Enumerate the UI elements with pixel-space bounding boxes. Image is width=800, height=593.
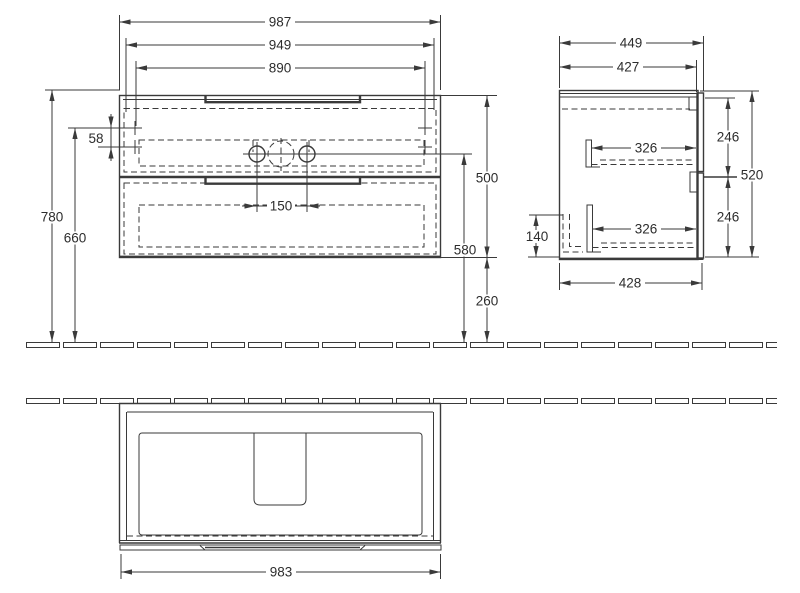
side-dimensions: 449 427 326 326 140 246 246 520: [523, 36, 767, 291]
handle-groove-top: [204, 96, 362, 104]
plan-inner-box: [138, 432, 423, 536]
dim-cabinet-height: 500: [476, 171, 499, 186]
side-carcass-outline: [558, 89, 699, 261]
dim-faucet-spacing: 150: [270, 199, 293, 214]
dim-top-drawer-depth: 326: [635, 141, 658, 156]
plan-dimensions: 983: [120, 554, 441, 580]
dim-bottom-drawer-depth: 326: [635, 222, 658, 237]
side-view: 449 427 326 326 140 246 246 520: [523, 36, 767, 291]
siphon-channel: [562, 214, 583, 253]
dim-mounting-width: 949: [269, 38, 292, 53]
drawer-runner-top: [585, 139, 694, 168]
floor-line-lower: [26, 398, 777, 404]
dim-overall-width: 987: [269, 15, 292, 30]
dim-bottom-front-height: 246: [717, 210, 740, 225]
side-handle-notch-middle: [689, 171, 698, 193]
dim-body-depth: 427: [617, 60, 640, 75]
basin-cutout: [253, 433, 307, 506]
dim-total-height: 780: [41, 210, 64, 225]
dim-body-width: 983: [270, 565, 293, 580]
faucet-holes: [243, 138, 472, 212]
front-dimensions: 987 949 890 780 660 58 150 580: [37, 15, 502, 342]
dim-rim-height: 580: [454, 243, 477, 258]
handle-groove-bottom: [204, 178, 362, 185]
mounting-hole-crosses: [128, 121, 432, 154]
plan-view: 983: [118, 402, 442, 580]
front-extension-lines: [45, 15, 497, 258]
dim-siphon-clearance: 140: [526, 229, 549, 244]
dim-mounting-height: 660: [64, 231, 87, 246]
floor-hatch-lines: [26, 342, 777, 404]
dim-bottom-depth: 428: [619, 276, 642, 291]
floor-line-upper: [26, 342, 777, 348]
plan-front-strip: [119, 544, 442, 551]
front-view: 987 949 890 780 660 58 150 580: [37, 15, 502, 342]
side-extension-lines: [528, 36, 759, 290]
dim-hole-vertical-gap: 58: [88, 131, 103, 146]
side-handle-notch-top: [688, 96, 698, 111]
dim-side-height: 520: [741, 168, 764, 183]
dim-holes-width: 890: [269, 61, 292, 76]
side-front-panel-top: [696, 92, 705, 173]
drawer-runner-bottom: [586, 204, 694, 253]
dim-top-front-height: 246: [717, 130, 740, 145]
dim-floor-clearance: 260: [476, 294, 499, 309]
dim-overall-depth: 449: [620, 36, 643, 51]
